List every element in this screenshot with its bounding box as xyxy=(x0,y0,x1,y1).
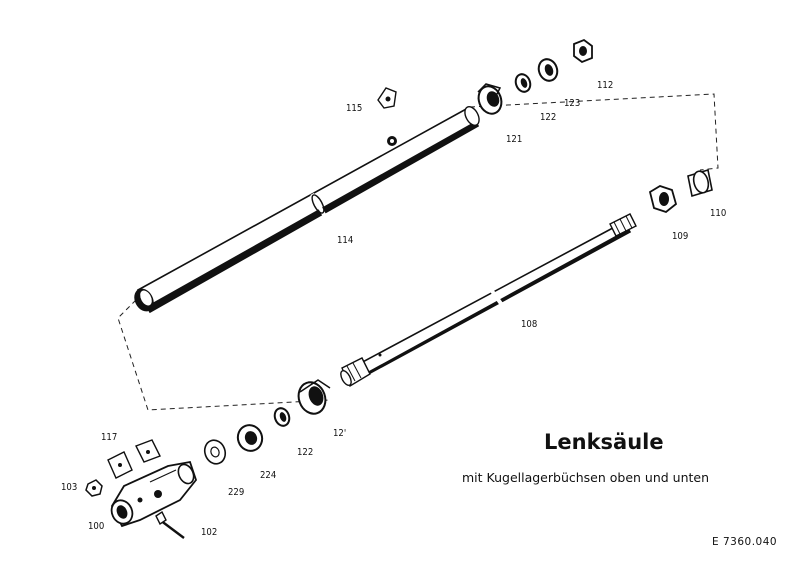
part-label-115: 115 xyxy=(346,103,363,114)
part-label-114: 114 xyxy=(337,235,354,246)
clamp-117 xyxy=(107,439,161,479)
part-label-100: 100 xyxy=(88,521,105,532)
part-label-122-top: 122 xyxy=(540,112,557,123)
ring-224 xyxy=(236,424,264,452)
ring-123 xyxy=(537,58,559,82)
ring-122-top xyxy=(514,73,532,93)
drawing-code: E 7360.040 xyxy=(712,536,778,548)
assembly-dashed-line xyxy=(117,93,719,411)
bearing-110 xyxy=(687,168,713,198)
bearing-12 xyxy=(297,379,331,415)
washer-229 xyxy=(203,439,227,465)
bolt-102 xyxy=(155,510,185,539)
part-label-112: 112 xyxy=(597,80,614,91)
part-label-102: 102 xyxy=(201,527,218,538)
nut-112 xyxy=(573,38,593,64)
diagram-title: Lenksäule xyxy=(544,430,664,454)
nut-103 xyxy=(85,479,103,497)
column-tube-114 xyxy=(134,106,480,314)
clip-115 xyxy=(377,87,397,109)
part-label-12: 12' xyxy=(333,428,347,439)
part-label-110: 110 xyxy=(710,208,727,219)
part-label-122-bottom: 122 xyxy=(297,447,314,458)
ring-122-bottom xyxy=(273,407,291,427)
part-label-121: 121 xyxy=(506,134,523,145)
part-label-117: 117 xyxy=(101,432,118,443)
part-label-109: 109 xyxy=(672,231,689,242)
universal-joint-100 xyxy=(110,460,198,528)
part-label-123: 123 xyxy=(564,98,581,109)
bearing-121 xyxy=(477,83,503,115)
part-label-103: 103 xyxy=(61,482,78,493)
diagram-subtitle: mit Kugellagerbüchsen oben und unten xyxy=(462,470,710,485)
steering-shaft-108 xyxy=(340,213,637,388)
part-label-108: 108 xyxy=(521,319,538,330)
nut-109 xyxy=(648,185,678,214)
part-label-224: 224 xyxy=(260,470,277,481)
part-label-229: 229 xyxy=(228,487,245,498)
